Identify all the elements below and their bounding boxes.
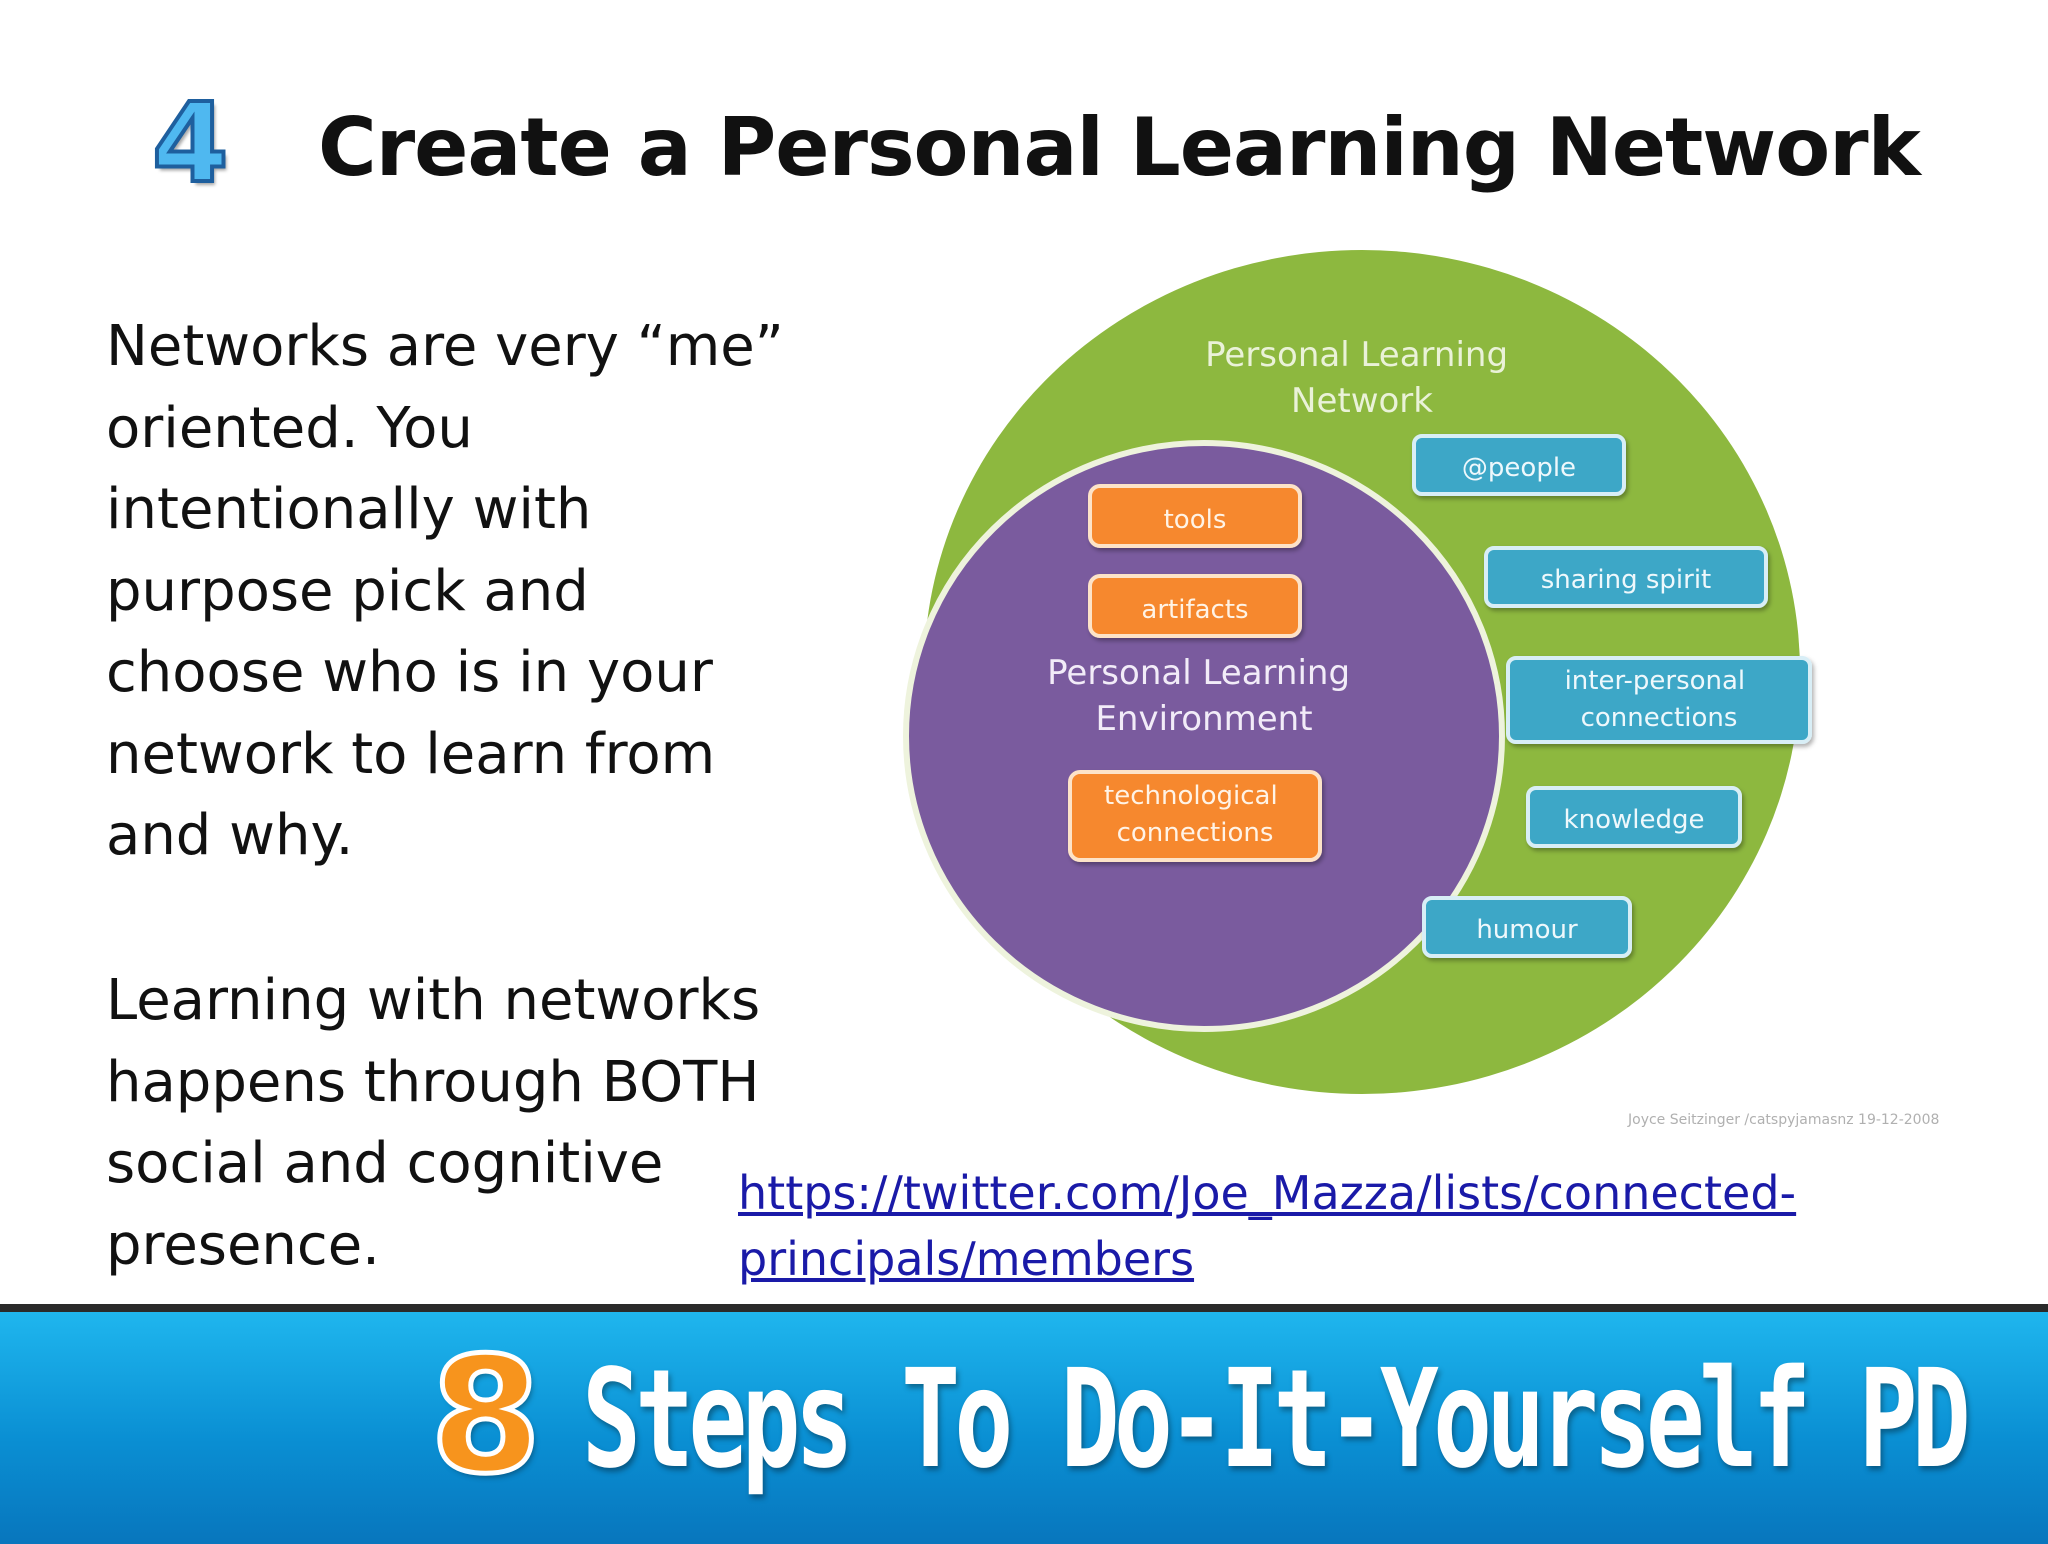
- svg-text:knowledge: knowledge: [1564, 805, 1705, 835]
- paragraph-line: social and cognitive: [106, 1131, 664, 1196]
- inner-circle: [903, 440, 1505, 1032]
- slide-title: Create a Personal Learning Network: [318, 101, 1921, 194]
- banner-number: 8: [427, 1322, 543, 1509]
- link-line[interactable]: https://twitter.com/Joe_Mazza/lists/conn…: [738, 1166, 1797, 1220]
- paragraph-line: network to learn from: [106, 721, 716, 787]
- paragraph-line: presence.: [106, 1212, 380, 1278]
- pill-people: @people: [1412, 434, 1626, 496]
- pill-inter-personal-connections: inter-personal connections: [1506, 656, 1812, 744]
- paragraph-line: oriented. You: [106, 395, 473, 461]
- paragraph-line: intentionally with: [106, 477, 592, 542]
- paragraph-line: choose who is in your: [106, 640, 713, 705]
- pill-humour: humour: [1422, 896, 1632, 958]
- pill-tools: tools: [1088, 484, 1302, 548]
- svg-text:sharing spirit: sharing spirit: [1541, 565, 1712, 595]
- outer-label: Personal Learning Network: [1205, 335, 1519, 421]
- paragraph-line: and why.: [106, 803, 354, 868]
- paragraph-2: Learning with networks happens through B…: [106, 960, 806, 1286]
- pln-diagram: Personal Learning Network Personal Learn…: [903, 250, 1812, 1094]
- paragraph-line: Learning with networks: [106, 968, 761, 1033]
- step-number: 4: [150, 79, 231, 207]
- pill-knowledge: knowledge: [1526, 786, 1742, 848]
- inner-label: Personal Learning Environment: [1047, 653, 1361, 739]
- paragraph-1: Networks are very “me” oriented. You int…: [106, 306, 806, 877]
- svg-text:@people: @people: [1462, 453, 1576, 483]
- svg-text:technological connection: technological connections: [1104, 781, 1286, 848]
- image-credit: Joyce Seitzinger /catspyjamasnz 19-12-20…: [1628, 1112, 1940, 1128]
- svg-text:artifacts: artifacts: [1141, 595, 1248, 625]
- svg-text:tools: tools: [1164, 505, 1227, 535]
- banner-title: Steps To Do-It-Yourself PD: [582, 1341, 1971, 1499]
- pill-technological-connections: technological connections: [1068, 770, 1322, 862]
- pill-sharing-spirit: sharing spirit: [1484, 546, 1768, 608]
- paragraph-line: purpose pick and: [106, 558, 589, 624]
- link-line[interactable]: principals/members: [738, 1232, 1195, 1286]
- paragraph-line: happens through BOTH: [106, 1049, 760, 1115]
- svg-text:inter-personal connectio: inter-personal connections: [1565, 666, 1754, 733]
- paragraph-line: Networks are very “me”: [106, 314, 784, 379]
- svg-text:humour: humour: [1476, 915, 1578, 945]
- pill-artifacts: artifacts: [1088, 574, 1302, 638]
- footer-banner: [0, 1304, 2048, 1544]
- twitter-list-link[interactable]: https://twitter.com/Joe_Mazza/lists/conn…: [738, 1160, 1796, 1292]
